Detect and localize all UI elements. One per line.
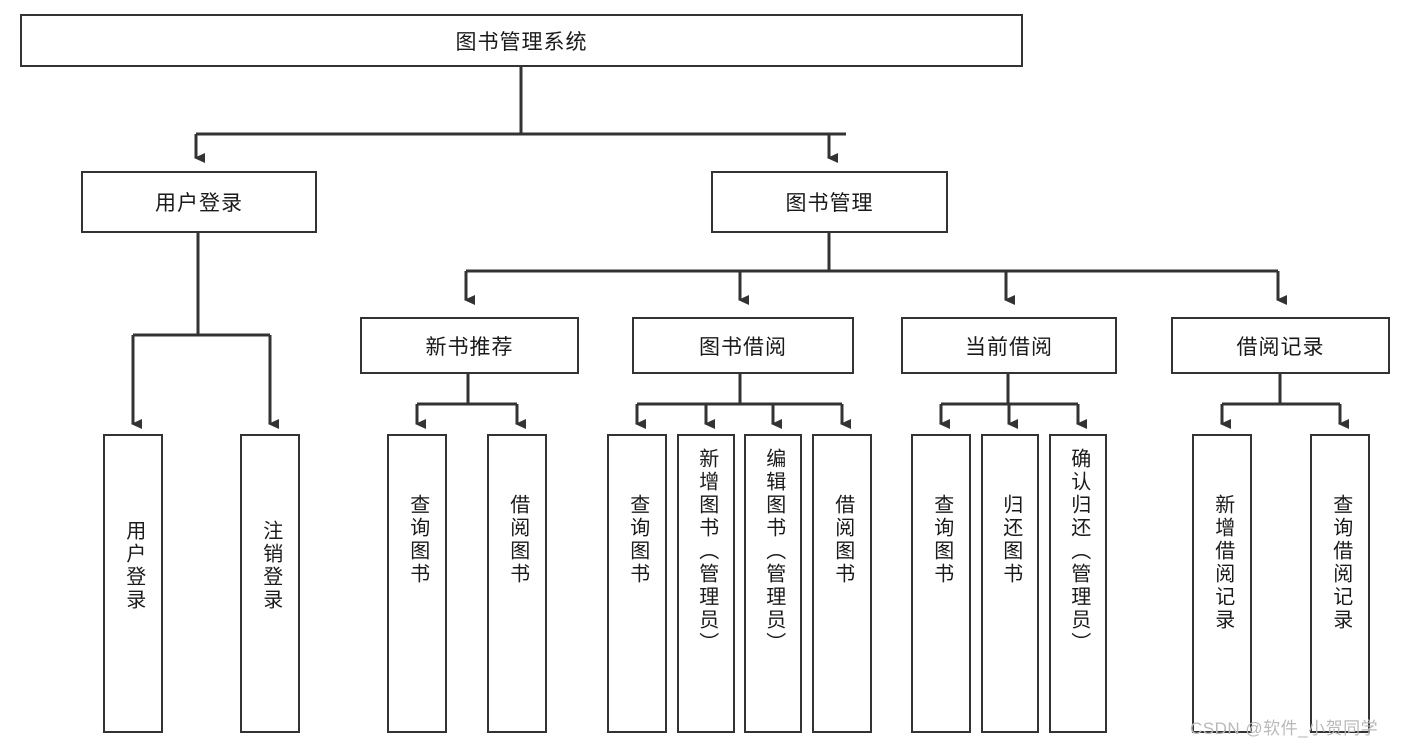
leaf-current-borrow-confirm-return-admin[interactable]: 确认归还（管理员） [1049, 434, 1107, 733]
node-borrow-record[interactable]: 借阅记录 [1171, 317, 1390, 374]
node-new-book-recommend[interactable]: 新书推荐 [360, 317, 579, 374]
node-label: 新增图书（管理员） [695, 448, 718, 655]
leaf-new-book-borrow-book[interactable]: 借阅图书 [487, 434, 547, 733]
node-label: 用户登录 [122, 520, 145, 612]
watermark-text: CSDN @软件_小贺同学 [1190, 719, 1379, 738]
node-user-login[interactable]: 用户登录 [81, 171, 317, 233]
node-label: 注销登录 [259, 520, 282, 612]
node-label: 查询借阅记录 [1329, 494, 1352, 632]
node-label: 确认归还（管理员） [1067, 448, 1090, 655]
node-label: 查询图书 [626, 494, 649, 586]
leaf-user-login-signout[interactable]: 注销登录 [240, 434, 300, 733]
node-label: 用户登录 [155, 192, 243, 215]
leaf-borrow-record-query-record[interactable]: 查询借阅记录 [1310, 434, 1370, 733]
node-label: 查询图书 [406, 494, 429, 586]
node-label: 图书管理 [785, 192, 874, 215]
leaf-book-borrow-add-book-admin[interactable]: 新增图书（管理员） [677, 434, 735, 733]
leaf-new-book-query-book[interactable]: 查询图书 [387, 434, 447, 733]
node-book-borrow[interactable]: 图书借阅 [632, 317, 854, 374]
leaf-current-borrow-return-book[interactable]: 归还图书 [981, 434, 1039, 733]
node-book-management[interactable]: 图书管理 [711, 171, 948, 233]
node-label: 借阅记录 [1236, 335, 1325, 359]
node-label: 借阅图书 [506, 494, 529, 586]
leaf-current-borrow-query-book[interactable]: 查询图书 [911, 434, 971, 733]
node-current-borrow[interactable]: 当前借阅 [901, 317, 1117, 374]
leaf-book-borrow-edit-book-admin[interactable]: 编辑图书（管理员） [744, 434, 802, 733]
leaf-user-login-signin[interactable]: 用户登录 [103, 434, 163, 733]
node-label: 归还图书 [999, 494, 1022, 586]
node-label: 新书推荐 [425, 335, 514, 359]
node-label: 借阅图书 [831, 494, 854, 586]
node-root-book-management-system[interactable]: 图书管理系统 [20, 14, 1023, 67]
node-label: 编辑图书（管理员） [762, 448, 785, 655]
node-label: 图书管理系统 [455, 30, 588, 54]
node-label: 图书借阅 [699, 335, 787, 359]
node-label: 查询图书 [930, 494, 953, 586]
leaf-book-borrow-query-book[interactable]: 查询图书 [607, 434, 667, 733]
node-label: 新增借阅记录 [1211, 494, 1234, 632]
leaf-book-borrow-borrow-book[interactable]: 借阅图书 [812, 434, 872, 733]
leaf-borrow-record-add-record[interactable]: 新增借阅记录 [1192, 434, 1252, 733]
node-label: 当前借阅 [965, 335, 1053, 359]
